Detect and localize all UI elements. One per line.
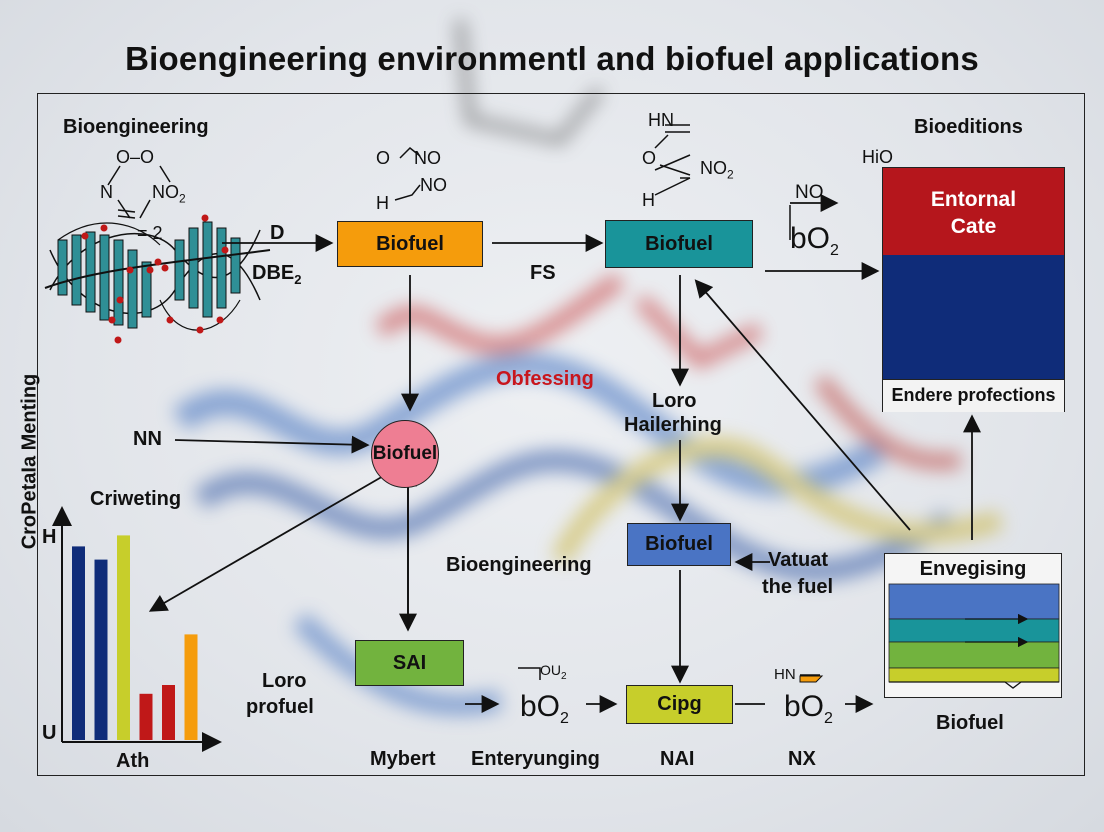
label-nn: NN: [133, 428, 162, 450]
bar-2: [94, 559, 108, 740]
label-hailerhing: Hailerhing: [624, 414, 722, 436]
envegising-title: Envegising: [919, 558, 1027, 580]
chart-x-axis-label: Ath: [116, 750, 150, 772]
biofuel-circle[interactable]: Biofuel: [371, 420, 439, 488]
chem-hn-bottom: HN: [774, 666, 796, 683]
bar-6: [184, 634, 198, 740]
bar-1: [72, 546, 85, 740]
label-fs: FS: [530, 262, 556, 284]
layer-stack: [888, 583, 1060, 689]
bar-5: [162, 685, 175, 740]
legend-blue-block: [883, 255, 1064, 379]
sai-box[interactable]: SAI: [355, 640, 464, 686]
dna-helix-icon: [44, 214, 271, 344]
chem-h-b: H: [642, 190, 655, 210]
chem-o-b: O: [642, 148, 657, 168]
chem-bo2-mid: bO2: [520, 690, 569, 727]
biofuel-box-blue[interactable]: Biofuel: [627, 523, 731, 566]
label-d: D: [270, 222, 285, 244]
chem-no-b: NO: [420, 175, 447, 195]
label-bioeditions: Bioeditions: [914, 116, 1023, 138]
label-dbe2: DBE2: [252, 262, 302, 287]
layer-1: [888, 583, 1060, 620]
legend-title-line1: Entornal: [930, 188, 1017, 211]
label-loro-2: Loro: [262, 670, 307, 692]
cipg-box[interactable]: Cipg: [626, 685, 733, 724]
label-the-fuel: the fuel: [762, 576, 834, 598]
chem-no-a: NO: [414, 148, 441, 168]
bar-chart-bars: [72, 535, 198, 740]
label-bioengineering-mid: Bioengineering: [446, 554, 592, 576]
legend-panel: Entornal Cate Endere profections: [882, 167, 1065, 412]
label-loro-1: Loro: [652, 390, 697, 412]
layer-4: [888, 667, 1060, 683]
chem-no2-b: NO2: [700, 158, 734, 182]
legend-red-block: Entornal Cate: [883, 168, 1064, 255]
biofuel-box-teal[interactable]: Biofuel: [605, 220, 753, 268]
label-obfessing: Obfessing: [496, 368, 594, 390]
bar-3: [117, 535, 130, 740]
envegising-panel: Envegising: [884, 553, 1062, 698]
label-enteryunging: Enteryunging: [471, 748, 600, 770]
biofuel-box-orange[interactable]: Biofuel: [337, 221, 483, 267]
bar-4: [139, 693, 153, 740]
label-criweting: Criweting: [90, 488, 182, 510]
chem-no2-left: NO2: [152, 182, 186, 206]
label-profuel: profuel: [246, 696, 314, 718]
chart-y-axis-top-label: H: [42, 526, 57, 548]
chem-bo2-top: bO2: [790, 222, 839, 259]
diagram-title: Bioengineering environmentl and biofuel …: [125, 40, 979, 77]
chem-bo2-right: bO2: [784, 690, 833, 727]
chem-ou2: OU2: [540, 662, 567, 682]
layer-3: [888, 641, 1060, 669]
chem-n-left: N: [100, 182, 113, 202]
legend-title-line2: Cate: [950, 215, 997, 238]
chem-hn: HN: [648, 110, 674, 130]
label-bioengineering-top: Bioengineering: [63, 116, 209, 138]
layer-2: [888, 618, 1060, 643]
chem-h-a: H: [376, 193, 389, 213]
chart-y-axis-bottom-label: U: [42, 722, 57, 744]
legend-footer: Endere profections: [883, 379, 1064, 412]
chem-no-c: NO: [795, 182, 824, 203]
chem-o: O: [376, 148, 391, 168]
label-nai: NAI: [660, 748, 695, 770]
chem-hio: HiO: [862, 147, 893, 167]
diagram-frame: [37, 93, 1085, 776]
label-vatuat: Vatuat: [768, 549, 829, 571]
chem-eq2: = 2: [137, 223, 163, 243]
label-biofuel-bottom: Biofuel: [936, 712, 1004, 734]
chem-oo: O–O: [116, 147, 155, 167]
label-nx: NX: [788, 748, 816, 770]
label-mybert: Mybert: [370, 748, 436, 770]
